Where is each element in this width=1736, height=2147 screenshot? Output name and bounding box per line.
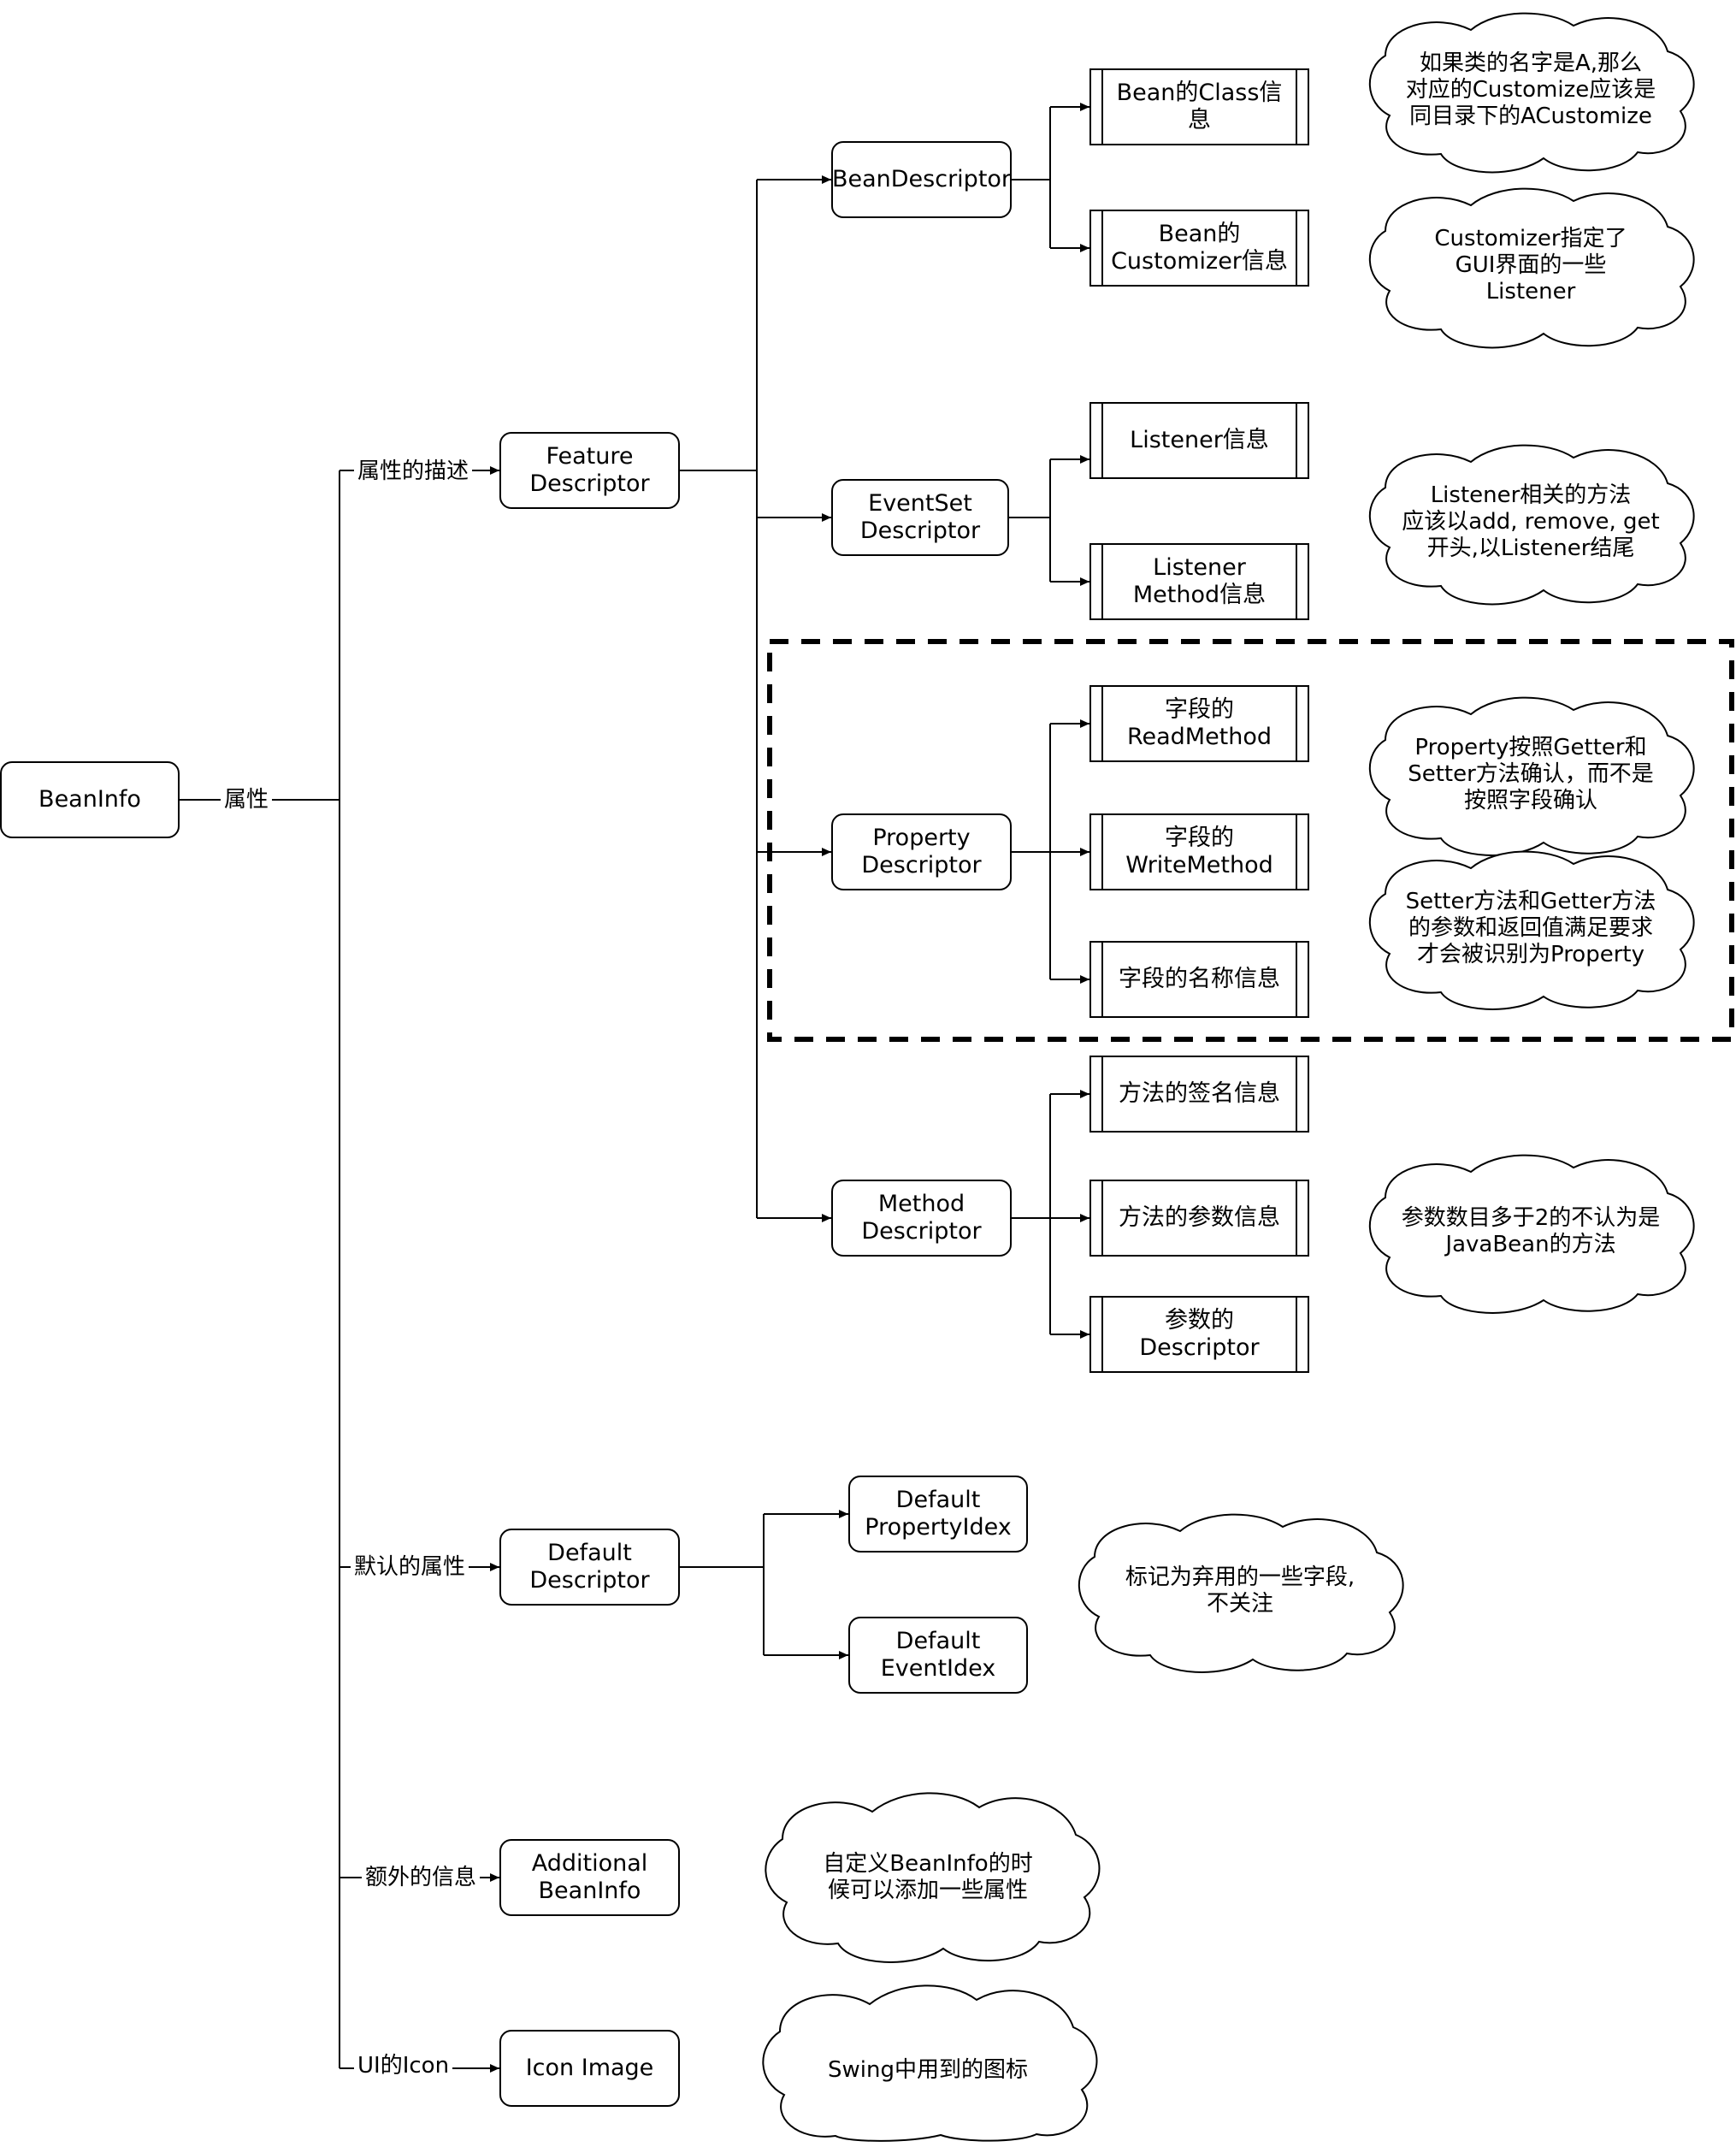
param-descriptor-node[interactable]: 参数的 Descriptor bbox=[1089, 1296, 1309, 1373]
bean-class-info-label: Bean的Class信 息 bbox=[1116, 80, 1283, 133]
note-customize-naming: 如果类的名字是A,那么 对应的Customize应该是 同目录下的ACustom… bbox=[1405, 50, 1656, 129]
note-deprecated-fields: 标记为弃用的一些字段, 不关注 bbox=[1125, 1564, 1355, 1617]
cloud-note-shape bbox=[762, 1984, 1098, 2142]
cloud-note-shape bbox=[1368, 696, 1695, 856]
note-customizer-gui: Customizer指定了 GUI界面的一些 Listener bbox=[1434, 225, 1627, 305]
cloud-note-shape bbox=[1368, 1154, 1695, 1314]
method-signature-info-label: 方法的签名信息 bbox=[1119, 1080, 1280, 1107]
cloud-note-shape bbox=[1078, 1513, 1404, 1673]
note-property-recognition: Setter方法和Getter方法 的参数和返回值满足要求 才会被识别为Prop… bbox=[1405, 888, 1656, 967]
beaninfo-label: BeanInfo bbox=[38, 786, 141, 813]
listener-info-label: Listener信息 bbox=[1130, 427, 1269, 453]
bean-customizer-info-node[interactable]: Bean的 Customizer信息 bbox=[1089, 210, 1309, 287]
param-descriptor-label: 参数的 Descriptor bbox=[1139, 1307, 1260, 1361]
property-group-dashed-box bbox=[767, 639, 1734, 1042]
cloud-note-shape bbox=[1368, 187, 1695, 349]
edge-label-attribute: 属性 bbox=[221, 787, 273, 813]
note-swing-icon: Swing中用到的图标 bbox=[828, 2056, 1028, 2083]
bean-descriptor-label: BeanDescriptor bbox=[831, 166, 1012, 192]
cloud-note-shape bbox=[1368, 850, 1695, 1010]
method-signature-info-node[interactable]: 方法的签名信息 bbox=[1089, 1056, 1309, 1133]
note-custom-beaninfo: 自定义BeanInfo的时 候可以添加一些属性 bbox=[823, 1851, 1033, 1903]
eventset-descriptor-node[interactable]: EventSet Descriptor bbox=[831, 479, 1009, 556]
listener-method-info-node[interactable]: Listener Method信息 bbox=[1089, 543, 1309, 620]
field-readmethod-node[interactable]: 字段的 ReadMethod bbox=[1089, 685, 1309, 762]
field-writemethod-label: 字段的 WriteMethod bbox=[1125, 825, 1273, 878]
default-event-index-label: Default EventIdex bbox=[880, 1628, 996, 1682]
method-param-info-node[interactable]: 方法的参数信息 bbox=[1089, 1180, 1309, 1257]
additional-beaninfo-node[interactable]: Additional BeanInfo bbox=[499, 1839, 680, 1916]
default-property-index-label: Default PropertyIdex bbox=[865, 1487, 1012, 1541]
field-name-info-label: 字段的名称信息 bbox=[1119, 966, 1280, 992]
cloud-note-shape bbox=[765, 1792, 1101, 1963]
field-name-info-node[interactable]: 字段的名称信息 bbox=[1089, 941, 1309, 1018]
edge-label-attribute-description: 属性的描述 bbox=[354, 458, 473, 484]
listener-info-node[interactable]: Listener信息 bbox=[1089, 402, 1309, 479]
beaninfo-node[interactable]: BeanInfo bbox=[0, 761, 180, 838]
cloud-note-shape bbox=[1368, 444, 1695, 606]
additional-beaninfo-label: Additional BeanInfo bbox=[531, 1850, 648, 1904]
default-descriptor-node[interactable]: Default Descriptor bbox=[499, 1529, 680, 1606]
edge-label-default-attribute: 默认的属性 bbox=[351, 1554, 469, 1580]
property-descriptor-label: Property Descriptor bbox=[861, 825, 982, 878]
default-descriptor-label: Default Descriptor bbox=[529, 1540, 650, 1594]
note-property-getter-setter: Property按照Getter和 Setter方法确认，而不是 按照字段确认 bbox=[1408, 734, 1654, 813]
default-event-index-node[interactable]: Default EventIdex bbox=[848, 1617, 1028, 1694]
cloud-note-shape bbox=[1368, 12, 1695, 174]
feature-descriptor-node[interactable]: Feature Descriptor bbox=[499, 432, 680, 509]
feature-descriptor-label: Feature Descriptor bbox=[529, 443, 650, 497]
icon-image-node[interactable]: Icon Image bbox=[499, 2030, 680, 2107]
method-descriptor-label: Method Descriptor bbox=[861, 1191, 982, 1245]
note-param-count: 参数数目多于2的不认为是 JavaBean的方法 bbox=[1401, 1205, 1661, 1257]
icon-image-label: Icon Image bbox=[525, 2055, 654, 2081]
property-descriptor-node[interactable]: Property Descriptor bbox=[831, 813, 1012, 890]
method-descriptor-node[interactable]: Method Descriptor bbox=[831, 1180, 1012, 1257]
bean-descriptor-node[interactable]: BeanDescriptor bbox=[831, 141, 1012, 218]
note-listener-methods: Listener相关的方法 应该以add, remove, get 开头,以Li… bbox=[1402, 482, 1660, 561]
eventset-descriptor-label: EventSet Descriptor bbox=[859, 490, 981, 544]
edge-label-ui-icon: UI的Icon bbox=[354, 2053, 453, 2079]
field-readmethod-label: 字段的 ReadMethod bbox=[1126, 696, 1272, 750]
field-writemethod-node[interactable]: 字段的 WriteMethod bbox=[1089, 813, 1309, 890]
bean-customizer-info-label: Bean的 Customizer信息 bbox=[1111, 221, 1288, 275]
listener-method-info-label: Listener Method信息 bbox=[1132, 554, 1267, 608]
default-property-index-node[interactable]: Default PropertyIdex bbox=[848, 1476, 1028, 1553]
method-param-info-label: 方法的参数信息 bbox=[1119, 1204, 1280, 1231]
bean-class-info-node[interactable]: Bean的Class信 息 bbox=[1089, 68, 1309, 145]
edge-label-extra-info: 额外的信息 bbox=[362, 1865, 481, 1890]
